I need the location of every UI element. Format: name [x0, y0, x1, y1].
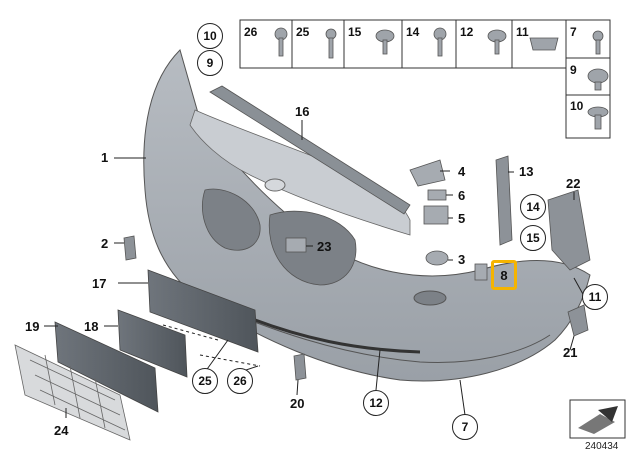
license-plate-parts — [54, 269, 259, 413]
direction-arrow-icon — [569, 399, 626, 439]
small-parts — [285, 159, 488, 281]
label-part-23: 23 — [317, 239, 332, 254]
table-label-12: 12 — [460, 25, 474, 39]
label-part-6: 6 — [458, 188, 466, 203]
table-label-11: 11 — [516, 25, 529, 39]
table-label-7: 7 — [570, 25, 577, 39]
label-part-7-circled: 7 — [452, 414, 478, 440]
document-number: 240434 — [585, 441, 619, 452]
grille-mesh — [14, 344, 131, 441]
label-part-17: 17 — [92, 276, 107, 291]
label-part-19: 19 — [25, 319, 40, 334]
table-label-15: 15 — [348, 25, 362, 39]
label-part-8-highlighted: 8 — [491, 260, 517, 290]
label-part-9-circled: 9 — [197, 50, 223, 76]
label-part-21: 21 — [563, 345, 578, 360]
label-part-13: 13 — [519, 164, 534, 179]
label-part-10-circled: 10 — [197, 23, 223, 49]
bumper-cover — [143, 49, 591, 382]
table-label-26: 26 — [244, 25, 258, 39]
label-part-1: 1 — [101, 150, 109, 165]
table-label-9: 9 — [570, 63, 577, 77]
table-label-25: 25 — [296, 25, 310, 39]
label-part-20: 20 — [290, 396, 305, 411]
label-part-11-circled: 11 — [582, 284, 608, 310]
label-part-12-circled: 12 — [363, 390, 389, 416]
fastener-icons — [274, 27, 609, 130]
label-part-25-circled: 25 — [192, 368, 218, 394]
leader-lines — [44, 120, 585, 418]
trim-strip — [209, 85, 411, 215]
label-part-14-circled: 14 — [520, 194, 546, 220]
label-part-15-circled: 15 — [520, 225, 546, 251]
label-part-24: 24 — [54, 423, 69, 438]
label-part-22: 22 — [566, 176, 581, 191]
label-part-5: 5 — [458, 211, 466, 226]
table-label-10: 10 — [570, 99, 584, 113]
label-part-4: 4 — [458, 164, 466, 179]
label-part-18: 18 — [84, 319, 99, 334]
label-part-2: 2 — [101, 236, 109, 251]
table-label-14: 14 — [406, 25, 420, 39]
clip-parts — [123, 235, 307, 381]
brackets — [495, 155, 591, 337]
label-part-26-circled: 26 — [227, 368, 253, 394]
label-part-3: 3 — [458, 252, 466, 267]
label-part-16: 16 — [295, 104, 310, 119]
